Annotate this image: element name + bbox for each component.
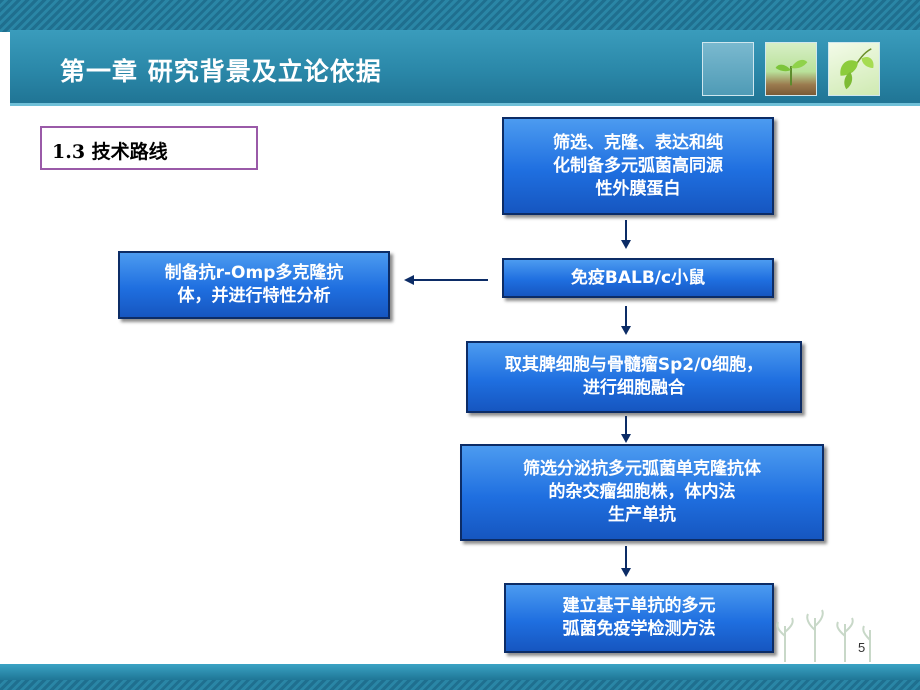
flow-step-3-line-2: 进行细胞融合 [583,378,685,398]
flow-side-step: 制备抗r-Omp多克隆抗 体，并进行特性分析 [118,251,390,319]
flow-step-1-line-2: 化制备多元弧菌高同源 [553,155,723,176]
arrow-down-4 [620,546,632,578]
arrow-down-3 [620,416,632,444]
flow-side-line-1: 制备抗r-Omp多克隆抗 [164,263,344,283]
flow-step-1: 筛选、克隆、表达和纯 化制备多元弧菌高同源 性外膜蛋白 [502,117,774,215]
flow-step-4-line-2: 的杂交瘤细胞株，体内法 [548,482,736,502]
top-decor-stripe [0,0,920,32]
flow-step-4-line-1: 筛选分泌抗多元弧菌单克隆抗体 [523,459,761,479]
flow-step-3: 取其脾细胞与骨髓瘤Sp2/0细胞， 进行细胞融合 [466,341,802,413]
footer-bar [0,664,920,680]
flow-step-2-label: 免疫BALB/c小鼠 [570,267,706,288]
section-heading: 1.3 技术路线 [40,126,258,170]
footer-decor-stripe [0,680,920,690]
flow-step-5-line-2: 弧菌免疫学检测方法 [562,619,716,639]
flow-step-3-line-1: 取其脾细胞与骨髓瘤Sp2/0细胞， [504,355,764,375]
title-banner: 第一章 研究背景及立论依据 [10,30,920,106]
arrow-left-side [404,274,488,286]
flow-step-5-line-1: 建立基于单抗的多元 [562,596,716,616]
sprout-decoration-icon [770,596,880,662]
flow-step-4: 筛选分泌抗多元弧菌单克隆抗体 的杂交瘤细胞株，体内法 生产单抗 [460,444,824,541]
flow-side-line-2: 体，并进行特性分析 [177,286,331,306]
slide-number: 5 [858,640,866,655]
flow-step-2: 免疫BALB/c小鼠 [502,258,774,298]
slide-title: 第一章 研究背景及立论依据 [60,57,382,86]
arrow-down-1 [620,220,632,250]
sprout-thumbnail [765,42,817,96]
flow-step-1-line-3: 性外膜蛋白 [595,178,681,199]
banner-underline [10,103,920,106]
flow-step-5: 建立基于单抗的多元 弧菌免疫学检测方法 [504,583,774,653]
leaf-thumbnail [828,42,880,96]
flow-step-1-line-1: 筛选、克隆、表达和纯 [553,132,723,153]
sky-thumbnail [702,42,754,96]
arrow-down-2 [620,306,632,336]
flow-step-4-line-3: 生产单抗 [608,505,676,525]
